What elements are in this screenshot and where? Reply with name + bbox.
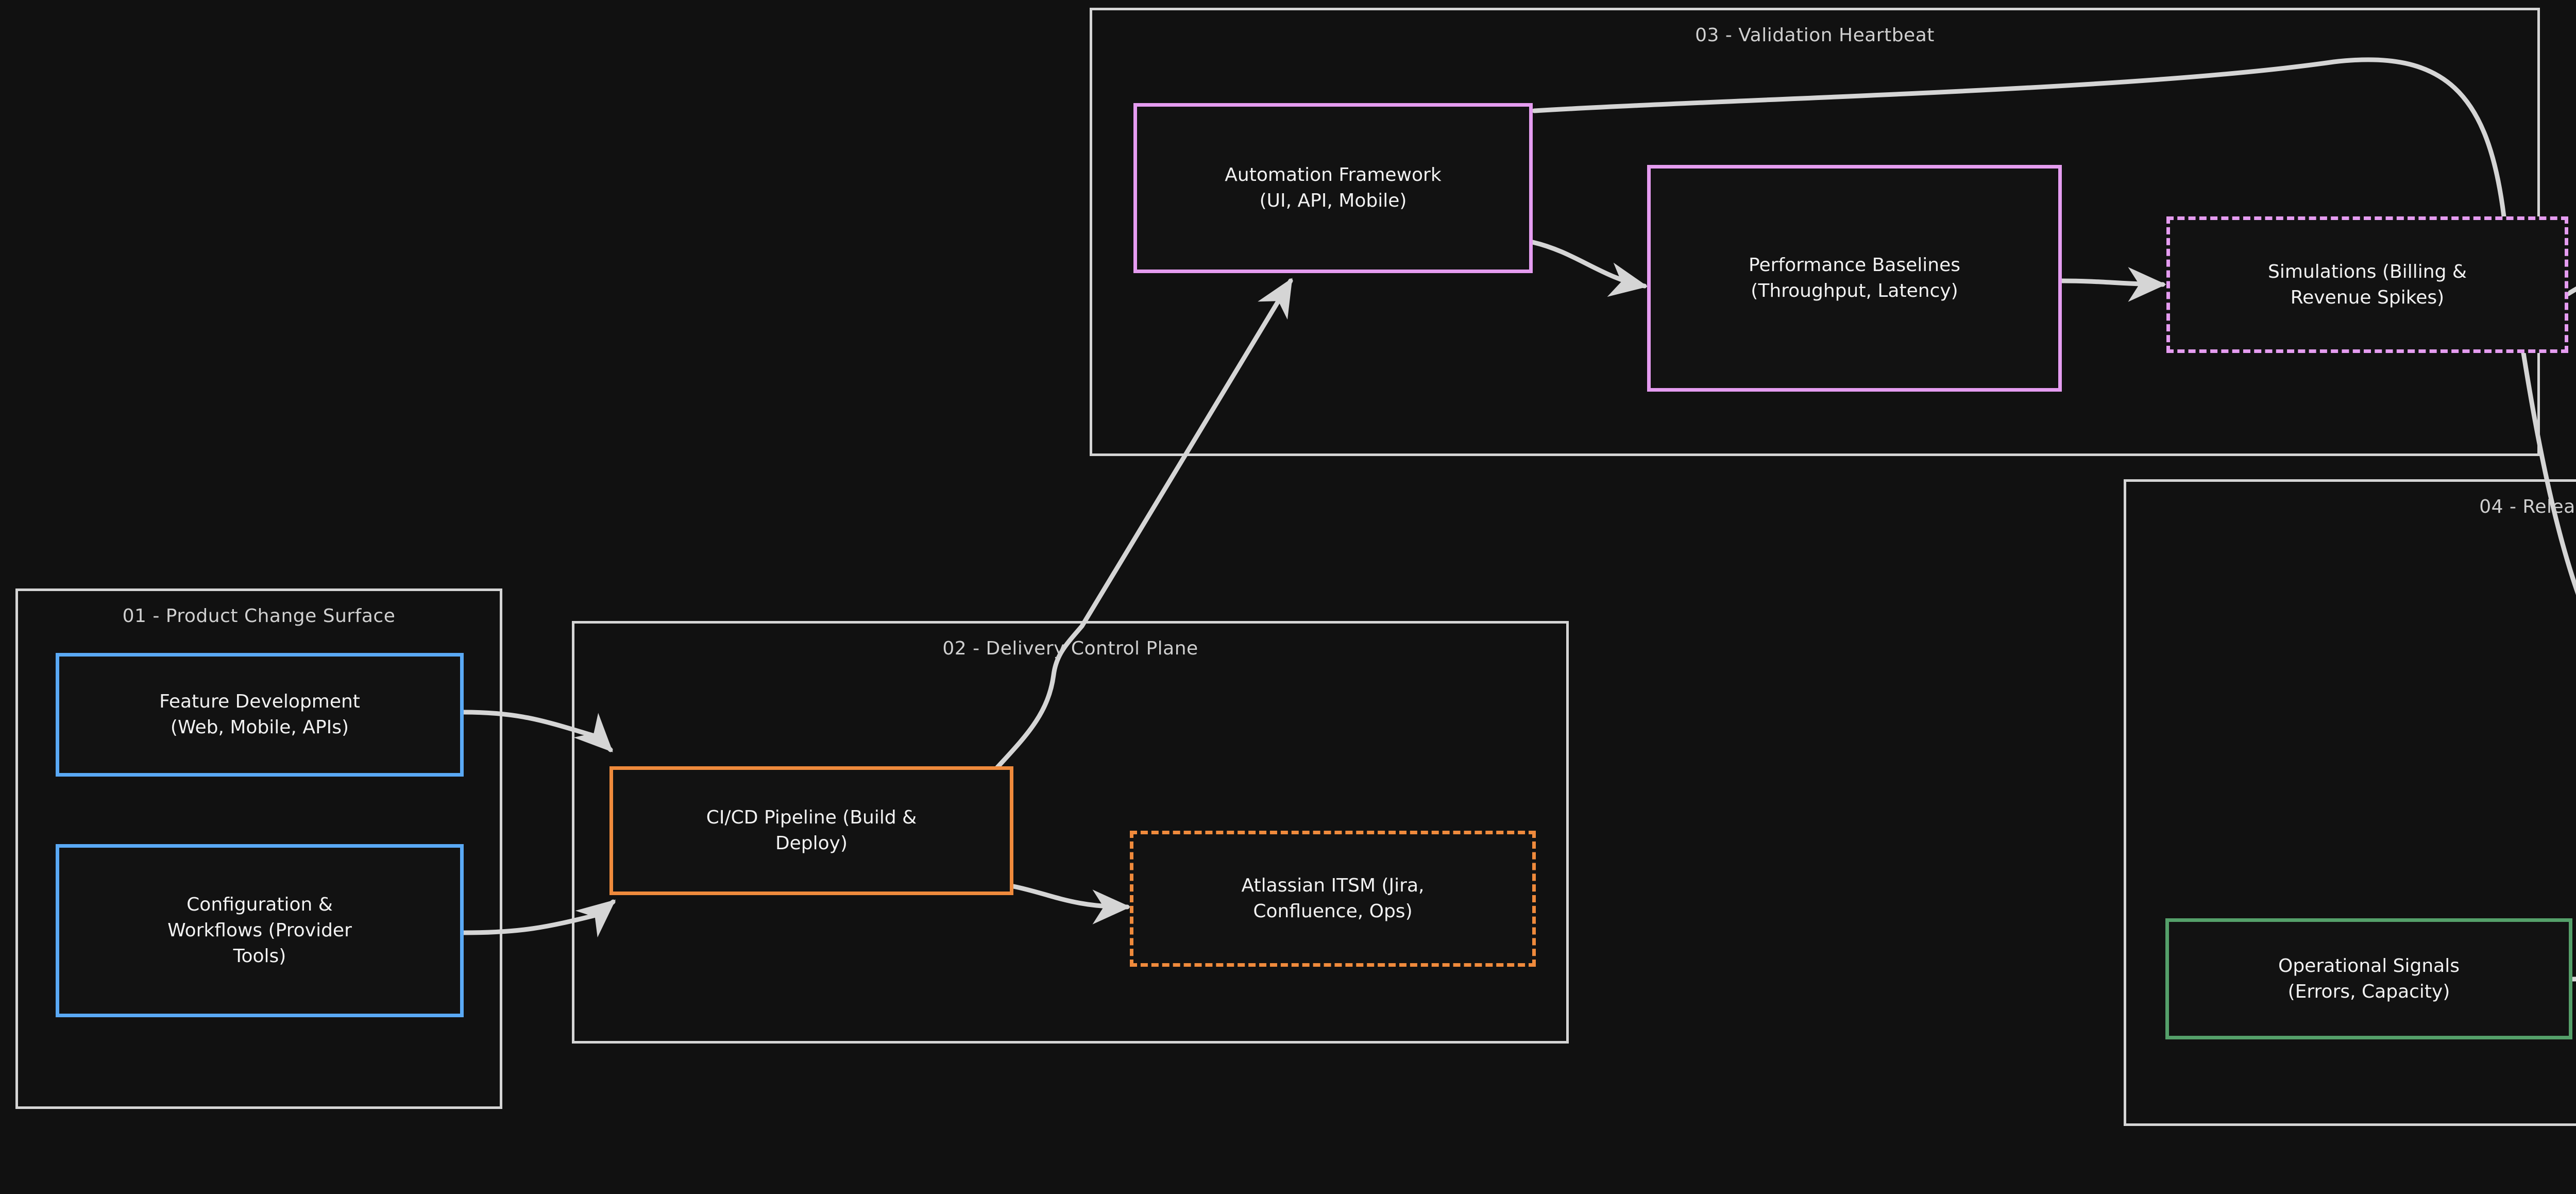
cluster-label-c03: 03 - Validation Heartbeat <box>1695 25 1935 46</box>
cluster-c01: 01 - Product Change Surface <box>15 588 502 1109</box>
cluster-label-c01: 01 - Product Change Surface <box>122 606 396 627</box>
cluster-c04: 04 - Release Confidence Layer <box>2124 479 2576 1126</box>
n-automation-framework-label: Automation Framework(UI, API, Mobile) <box>1225 164 1442 211</box>
n-cicd-pipeline-label: CI/CD Pipeline (Build &Deploy) <box>706 807 917 854</box>
n-automation-framework[interactable]: Automation Framework(UI, API, Mobile) <box>1133 103 1533 273</box>
n-feature-development[interactable]: Feature Development(Web, Mobile, APIs) <box>56 653 464 777</box>
n-operational-signals-label: Operational Signals(Errors, Capacity) <box>2278 955 2460 1002</box>
n-simulations[interactable]: Simulations (Billing &Revenue Spikes) <box>2166 216 2568 353</box>
n-feature-development-label: Feature Development(Web, Mobile, APIs) <box>159 691 360 738</box>
n-simulations-label: Simulations (Billing &Revenue Spikes) <box>2268 261 2467 308</box>
n-atlassian-itsm[interactable]: Atlassian ITSM (Jira,Confluence, Ops) <box>1130 831 1536 967</box>
n-operational-signals[interactable]: Operational Signals(Errors, Capacity) <box>2165 918 2572 1039</box>
n-atlassian-itsm-label: Atlassian ITSM (Jira,Confluence, Ops) <box>1241 875 1425 922</box>
cluster-c02: 02 - Delivery Control Plane <box>572 621 1569 1044</box>
n-performance-baselines[interactable]: Performance Baselines(Throughput, Latenc… <box>1647 165 2062 392</box>
n-cicd-pipeline[interactable]: CI/CD Pipeline (Build &Deploy) <box>609 766 1013 895</box>
n-performance-baselines-label: Performance Baselines(Throughput, Latenc… <box>1749 255 1960 301</box>
cluster-label-c02: 02 - Delivery Control Plane <box>942 638 1198 659</box>
cluster-label-c04: 04 - Release Confidence Layer <box>2479 496 2576 517</box>
